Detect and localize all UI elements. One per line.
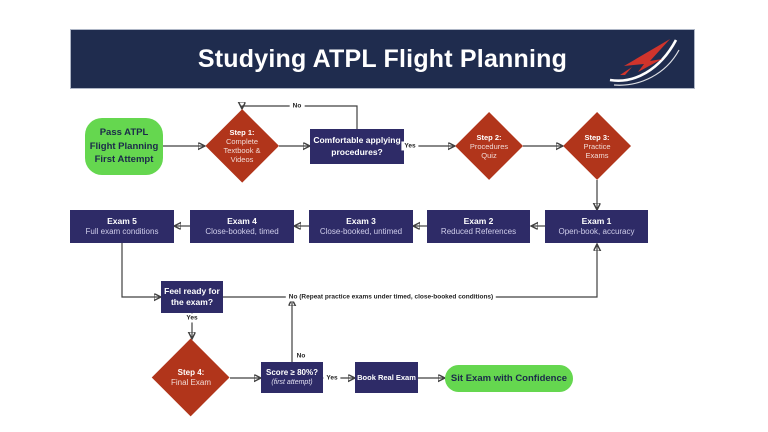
exam4-subtitle: Close-booked, timed [205,226,279,236]
exam4-title: Exam 4 [227,215,257,226]
exam2-subtitle: Reduced References [440,226,517,236]
exam1-node: Exam 1 Open-book, accuracy [545,210,648,243]
no-label-score: No [293,351,309,361]
feel-ready-node: Feel ready for the exam? [161,281,223,313]
yes-label-to-step2: Yes [401,141,419,151]
page-title: Studying ATPL Flight Planning [197,44,568,73]
end-node-label: Sit Exam with Confidence [450,373,568,384]
score-check-subtitle: (first attempt) [271,378,313,386]
exam5-title: Exam 5 [107,215,137,226]
airline-logo-plane-icon [609,39,680,86]
score-check-title: Score ≥ 80%? [266,367,318,377]
step2-decision-diamond: Step 2: Procedures Quiz [454,111,524,181]
no-label-top-loop: No [289,101,305,111]
exam2-title: Exam 2 [463,215,494,226]
header-banner: Studying ATPL Flight Planning [70,29,695,89]
step2-title: Step 2: [476,132,502,142]
exam1-title: Exam 1 [581,215,612,226]
end-node-sit-exam: Sit Exam with Confidence [445,365,573,392]
yes-label-to-step4: Yes [183,313,201,323]
step2-body: Procedures Quiz [469,141,509,160]
start-node-label: Pass ATPL Flight Planning First Attempt [89,126,159,166]
step3-title: Step 3: [584,132,610,142]
exam2-node: Exam 2 Reduced References [427,210,530,243]
step1-title: Step 1: [229,128,255,137]
step1-body: Complete Textbook & Videos [223,137,261,164]
exam4-node: Exam 4 Close-booked, timed [190,210,294,243]
step1-decision-diamond: Step 1: Complete Textbook & Videos [204,108,280,184]
step4-decision-diamond: Step 4: Final Exam [151,338,231,418]
book-real-exam-node: Book Real Exam [355,362,418,393]
step3-decision-diamond: Step 3: Practice Exams [562,111,632,181]
exam3-node: Exam 3 Close-booked, untimed [309,210,413,243]
step4-body: Final Exam [170,378,211,387]
score-check-node: Score ≥ 80%? (first attempt) [261,362,323,393]
exam3-title: Exam 3 [346,215,376,226]
exam1-subtitle: Open-book, accuracy [558,226,635,236]
exam3-subtitle: Close-booked, untimed [319,226,403,236]
step3-body: Practice Exams [583,141,611,160]
no-repeat-annotation: No (Repeat practice exams under timed, c… [285,292,497,302]
exam5-subtitle: Full exam conditions [85,226,159,236]
step4-title: Step 4: [177,368,205,378]
start-node-pass-atpl: Pass ATPL Flight Planning First Attempt [85,118,163,175]
comfortable-procedures-node: Comfortable applying procedures? [310,129,404,164]
feel-ready-label: Feel ready for the exam? [164,285,220,307]
comfortable-procedures-label: Comfortable applying procedures? [313,135,401,157]
book-real-exam-label: Book Real Exam [357,372,416,382]
exam5-node: Exam 5 Full exam conditions [70,210,174,243]
yes-label-to-book: Yes [323,373,341,383]
